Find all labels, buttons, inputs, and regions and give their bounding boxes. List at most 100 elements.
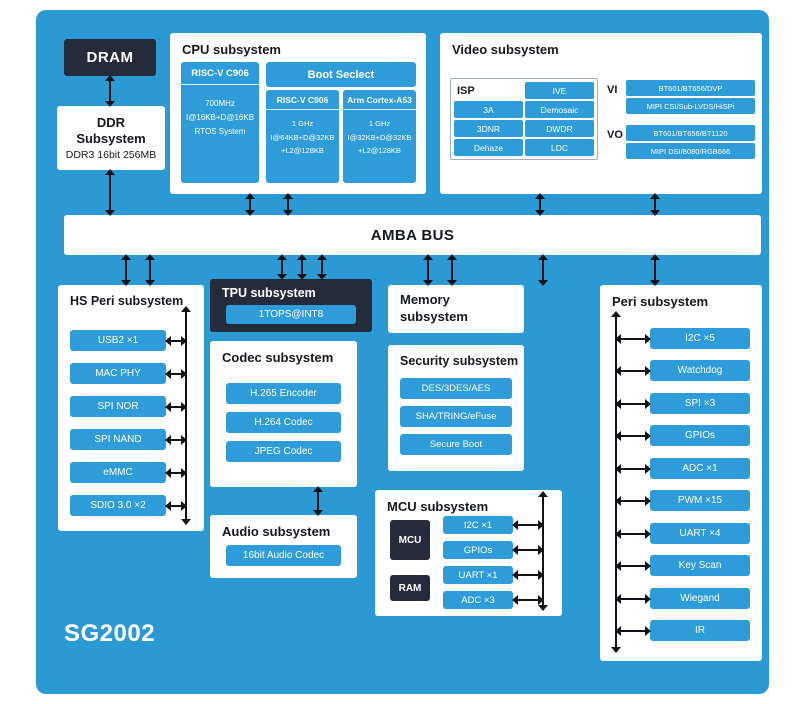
cpu-c906-spec-line: I@16KB+D@16KB xyxy=(185,113,255,122)
mcu-title: MCU subsystem xyxy=(387,499,489,514)
arrow-codec-audio xyxy=(313,486,323,516)
codec-item-h265: H.265 Encoder xyxy=(226,383,341,404)
peri-item-keyscan: Key Scan xyxy=(650,555,750,576)
hs-peri-item-spinand: SPI NAND xyxy=(70,429,166,450)
security-item-des: DES/3DES/AES xyxy=(400,378,512,399)
isp-cell-ive: IVE xyxy=(525,82,594,99)
boot-select-header: Boot Seclect xyxy=(266,62,416,87)
arrow-amba-hsperi xyxy=(121,254,131,286)
boot-core-riscv-name: RISC-V C906 xyxy=(266,90,339,110)
peri-item-pwm: PWM ×15 xyxy=(650,490,750,511)
cpu-c906-rtos-block: RISC-V C906 700MHz I@16KB+D@16KB RTOS Sy… xyxy=(181,62,259,183)
hs-peri-item-spinor: SPI NOR xyxy=(70,396,166,417)
hs-peri-item-usb2: USB2 ×1 xyxy=(70,330,166,351)
isp-cell-3a: 3A xyxy=(454,101,523,118)
arrow-amba-memory xyxy=(447,254,457,286)
hs-peri-bus-line xyxy=(181,306,191,525)
cpu-c906-rtos-specs: 700MHz I@16KB+D@16KB RTOS System xyxy=(181,97,259,139)
vi-interface-1: BT601/BT656/DVP xyxy=(626,80,755,96)
peri-title: Peri subsystem xyxy=(612,294,709,309)
arrow-amba-tpu xyxy=(277,254,287,280)
peri-item-i2c: I2C ×5 xyxy=(650,328,750,349)
amba-bus-label: AMBA BUS xyxy=(370,226,455,244)
audio-subsystem-block: Audio subsystem 16bit Audio Codec xyxy=(210,515,357,578)
codec-title: Codec subsystem xyxy=(222,350,334,365)
cpu-c906-rtos-name: RISC-V C906 xyxy=(181,62,259,85)
peri-item-wiegand: Wiegand xyxy=(650,588,750,609)
mcu-item-i2c: I2C ×1 xyxy=(443,516,513,534)
video-subsystem-title: Video subsystem xyxy=(452,42,559,57)
ddr-spec: DDR3 16bit 256MB xyxy=(65,149,157,162)
peri-bus-line xyxy=(611,311,621,653)
arrow-amba-tpu xyxy=(297,254,307,280)
isp-label: ISP xyxy=(457,84,475,97)
arrow-cpu-amba xyxy=(245,193,255,216)
peri-connector-arrow xyxy=(615,560,651,571)
mcu-item-uart: UART ×1 xyxy=(443,566,513,584)
vi-label: VI xyxy=(607,84,618,96)
mcu-subsystem-block: MCU subsystem MCU RAM I2C ×1 GPIOs UART … xyxy=(375,490,562,616)
isp-cell-demosaic: Demosaic xyxy=(525,101,594,118)
boot-core-spec-line: 1 GHz xyxy=(291,119,314,128)
vo-interface-1: BT601/BT656/BT1120 xyxy=(626,125,755,141)
chip-name-label: SG2002 xyxy=(64,620,156,647)
peri-connector-arrow xyxy=(615,528,651,539)
peri-item-gpio: GPIOs xyxy=(650,425,750,446)
boot-core-a53-block: Arm Cortex-A53 1 GHz I@32KB+D@32KB +L2@1… xyxy=(343,90,416,183)
hs-peri-subsystem-block: HS Peri subsystem USB2 ×1 MAC PHY SPI NO… xyxy=(58,285,204,531)
memory-title-line2: subsystem xyxy=(400,308,468,324)
tpu-subsystem-block: TPU subsystem 1TOPS@INT8 xyxy=(210,279,372,332)
audio-codec-chip: 16bit Audio Codec xyxy=(226,545,341,566)
amba-bus-bar: AMBA BUS xyxy=(64,215,761,255)
ddr-title-line1: DDR xyxy=(96,114,126,130)
boot-core-spec-line: +L2@128KB xyxy=(281,146,324,155)
mcu-core-block: MCU xyxy=(390,520,430,560)
vi-interface-2: MIPI CSI/Sub-LVDS/HiSPi xyxy=(626,98,755,114)
security-item-sha: SHA/TRING/eFuse xyxy=(400,406,512,427)
peri-connector-arrow xyxy=(615,430,651,441)
vo-label: VO xyxy=(607,129,623,141)
peri-connector-arrow xyxy=(615,625,651,636)
arrow-video-amba xyxy=(650,193,660,216)
arrow-amba-mcu xyxy=(538,254,548,286)
peri-connector-arrow xyxy=(615,398,651,409)
isp-grid: ISP IVE 3A Demosaic 3DNR DWDR Dehaze LDC xyxy=(450,78,598,160)
peri-item-ir: IR xyxy=(650,620,750,641)
vo-interface-2: MIPI DSI/8080/RGB666 xyxy=(626,143,755,159)
peri-subsystem-block: Peri subsystem I2C ×5 Watchdog SPI ×3 GP… xyxy=(600,285,762,661)
boot-core-riscv-specs: 1 GHz I@64KB+D@32KB +L2@128KB xyxy=(266,117,339,158)
peri-item-watchdog: Watchdog xyxy=(650,360,750,381)
security-title: Security subsystem xyxy=(400,354,519,368)
mcu-ram-block: RAM xyxy=(390,575,430,601)
peri-item-uart: UART ×4 xyxy=(650,523,750,544)
arrow-amba-memory xyxy=(423,254,433,286)
tpu-tops-chip: 1TOPS@INT8 xyxy=(226,305,356,324)
boot-core-spec-line: 1 GHz xyxy=(368,119,391,128)
ddr-subsystem-block: DDR Subsystem DDR3 16bit 256MB xyxy=(57,106,165,170)
cpu-c906-spec-line: 700MHz xyxy=(205,99,235,108)
memory-title: Memory subsystem xyxy=(400,292,468,326)
hs-peri-item-macphy: MAC PHY xyxy=(70,363,166,384)
mcu-item-gpio: GPIOs xyxy=(443,541,513,559)
audio-title: Audio subsystem xyxy=(222,524,331,539)
memory-subsystem-block: Memory subsystem xyxy=(388,285,524,333)
memory-title-line1: Memory xyxy=(400,292,450,307)
hs-peri-item-emmc: eMMC xyxy=(70,462,166,483)
peri-connector-arrow xyxy=(615,593,651,604)
arrow-amba-tpu xyxy=(317,254,327,280)
boot-core-a53-name: Arm Cortex-A53 xyxy=(343,90,416,110)
hs-peri-title: HS Peri subsystem xyxy=(70,294,184,308)
hs-peri-item-sdio: SDIO 3.0 ×2 xyxy=(70,495,166,516)
arrow-cpu-amba xyxy=(283,193,293,216)
isp-cell-dwdr: DWDR xyxy=(525,120,594,137)
codec-subsystem-block: Codec subsystem H.265 Encoder H.264 Code… xyxy=(210,341,357,487)
boot-core-spec-line: I@32KB+D@32KB xyxy=(347,132,412,142)
boot-core-spec-line: +L2@128KB xyxy=(358,146,401,155)
isp-cell-dehaze: Dehaze xyxy=(454,139,523,156)
boot-core-riscv-block: RISC-V C906 1 GHz I@64KB+D@32KB +L2@128K… xyxy=(266,90,339,183)
peri-connector-arrow xyxy=(615,495,651,506)
arrow-amba-hsperi xyxy=(145,254,155,286)
dram-label: DRAM xyxy=(86,49,134,66)
codec-item-h264: H.264 Codec xyxy=(226,412,341,433)
